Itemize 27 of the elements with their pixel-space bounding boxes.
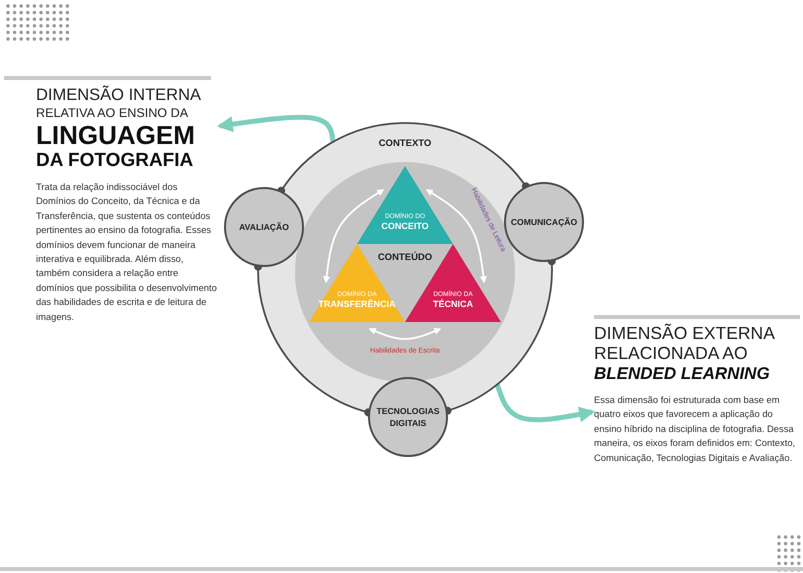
axis-circle — [368, 377, 448, 457]
node-label: TECNOLOGIAS DIGITAIS — [375, 405, 441, 429]
heading-text: RELATIVA AO ENSINO DA — [36, 105, 188, 121]
axis-circle — [504, 182, 584, 262]
domain-triangle — [357, 166, 453, 244]
node-label: TRANSFERÊNCIA — [318, 299, 396, 310]
heading-text: LINGUAGEM — [36, 121, 195, 149]
heading-text: RELACIONADA AO — [594, 343, 748, 363]
paragraph: Trata da relação indissociável dos Domínios do Conceito, da Técnica e da Transferência, que sustenta os conteúdos pertinentes ao ensino da fotografia. Esses domínios devem funcionar de maneira interativa e equilibrada. Além disso, também considera a relação entre domínios que possibilita o desenvolvimento das habilidades de escrita e de leitura de imagens. — [36, 180, 218, 324]
heading-text: DA FOTOGRAFIA — [36, 149, 194, 172]
node-label: CONTEXTO — [378, 138, 432, 149]
heading-text: DIMENSÃO EXTERNA — [594, 323, 775, 343]
arrow — [494, 384, 596, 422]
node-label: CONCEITO — [381, 221, 429, 232]
node-label: TÉCNICA — [433, 299, 473, 310]
connector-line — [277, 122, 530, 195]
node-label: CONTEÚDO — [378, 252, 432, 263]
arrow — [216, 114, 336, 142]
node-label: AVALIAÇÃO — [239, 221, 289, 233]
arrow — [323, 189, 384, 284]
axis-circle — [224, 187, 304, 267]
paragraph: Essa dimensão foi estruturada com base em quatro eixos que favorecem a aplicação do ensino híbrido na disciplina de fotografia. Dessa maneira, os eixos foram definidos em: Contexto, Comunicação, Tecnologias Digitais e Avaliação. — [594, 393, 796, 465]
arrow — [426, 189, 487, 284]
heading-text: DIMENSÃO INTERNA — [36, 86, 202, 105]
heading-text: BLENDED LEARNING — [594, 363, 770, 385]
arrow — [368, 328, 442, 340]
node-label: COMUNICAÇÃO — [510, 216, 578, 228]
